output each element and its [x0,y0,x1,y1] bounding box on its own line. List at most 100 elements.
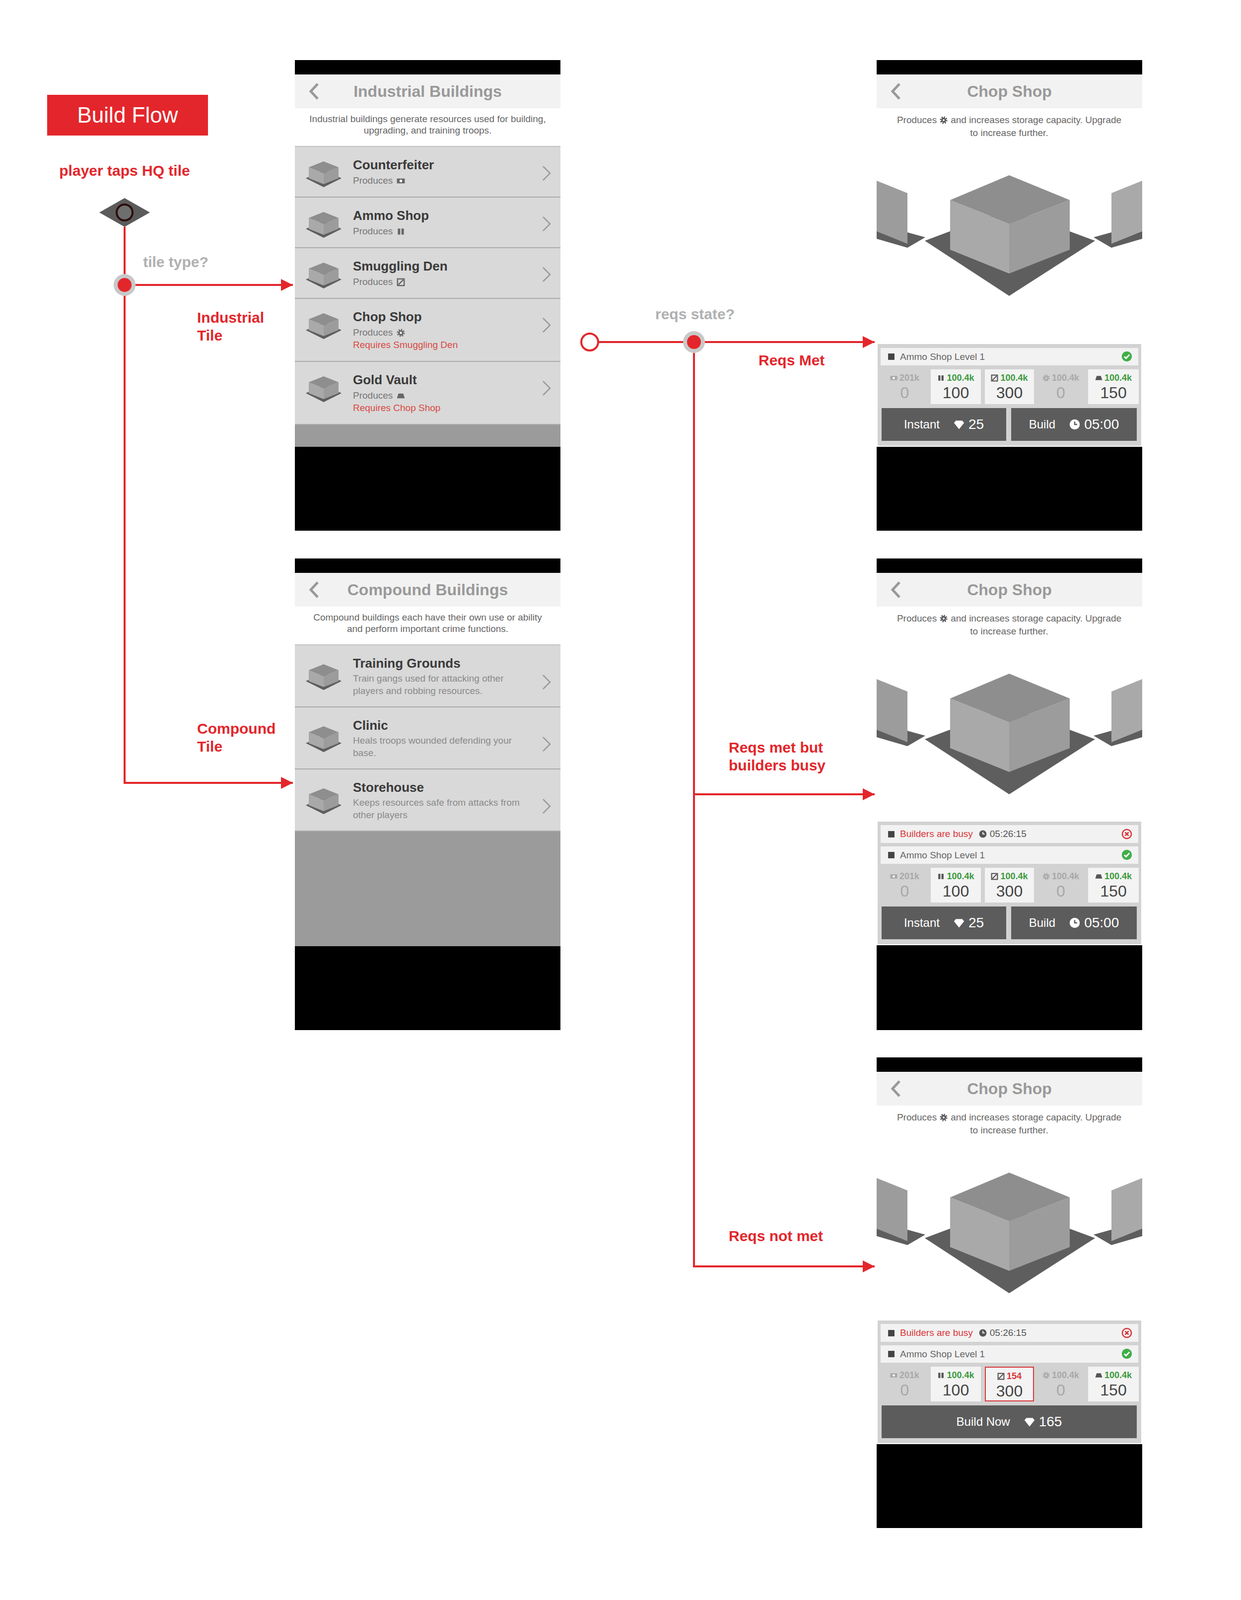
list-item: Chop ShopProducesRequires Smuggling Den [294,298,561,362]
item-text: StorehouseKeeps resources safe from atta… [352,779,532,822]
circle-part [1043,873,1049,879]
requirement-text: Requires Chop Shop [352,401,537,415]
circle-part [1121,849,1132,860]
flow-connector [135,283,293,286]
smuggle-icon [990,374,999,382]
edge-label: Reqs Met [758,351,863,370]
timer-text: 05:26:15 [989,1327,1027,1339]
building-icon [305,661,342,690]
screen-description: Producesand increases storage capacity. … [892,1110,1126,1137]
check-icon [1121,1348,1133,1360]
resource-cell: 201k0 [882,867,927,903]
circle-part [940,1114,947,1121]
cell-top: 100.4k [984,372,1035,384]
circle-part [113,274,136,296]
cell-top: 100.4k [930,870,981,882]
edge-label: Industrial Tile [197,308,282,345]
gold-icon [1095,374,1103,382]
building-icon [305,259,342,289]
polygon-part [954,420,965,429]
cell-top: 201k [882,1369,927,1381]
item-text: ClinicHeals troops wounded defending you… [352,717,532,759]
resource-cell: 100.4k150 [1088,867,1139,903]
resource-have: 100.4k [1104,1370,1132,1381]
polygon-part [876,1177,908,1241]
chevron-icon [541,266,552,283]
path-part [1124,853,1130,857]
rect-part [888,353,895,360]
resource-have: 100.4k [946,1370,974,1381]
flow-connector [704,341,875,344]
polygon-part [308,313,339,326]
resource-cell: 100.4k100 [930,867,981,903]
cell-top: 100.4k [1088,1369,1139,1381]
polygon-part [308,726,339,739]
item-name: Counterfeiter [352,156,537,173]
button-label: Build Now [956,1414,1011,1429]
list-item: Gold VaultProducesRequires Chop Shop [294,361,561,425]
circle-part [1043,1372,1049,1378]
button-value: 05:00 [1084,914,1119,931]
polygon-part [950,175,1070,224]
polygon-part [950,673,1070,722]
polyline-part [892,1081,900,1097]
polyline-part [543,318,551,333]
rect-part [877,344,1142,446]
cell-top: 100.4k [984,870,1035,882]
resource-have: 100.4k [1051,871,1080,882]
description-text: Produces [896,613,937,624]
requirement-row: Ammo Shop Level 1 [880,1345,1139,1363]
resource-have: 100.4k [1104,871,1132,882]
circle-part [1043,1372,1049,1378]
polyline-part [892,83,900,99]
edge-label: Compound Tile [197,719,282,756]
screen-title: Compound Buildings [324,572,531,607]
circle-part [941,1114,947,1120]
title-box: Build Flow [47,94,208,136]
requirement-row: Ammo Shop Level 1 [880,846,1139,864]
description-text: and increases storage capacity. Upgrade … [950,1111,1122,1136]
rect-part [294,644,561,947]
building-icon [305,723,342,753]
rect-part [876,1444,1143,1528]
gear-icon [1042,374,1050,382]
circle-part [1045,875,1048,878]
clock-icon [978,1328,987,1337]
money-icon [890,872,898,881]
polygon-part [99,198,150,227]
resource-cost: 100 [930,1380,981,1399]
circle-part [892,376,896,380]
check-icon [1121,350,1133,362]
rect-part [294,446,561,531]
ammo-icon [937,1371,945,1379]
rect-part [294,74,561,109]
rect-part [888,1350,895,1358]
resource-cost: 0 [882,383,927,402]
screen-title: Chop Shop [906,74,1113,109]
money-icon [396,176,406,186]
resource-cost: 0 [882,882,927,900]
item-description: Keeps resources safe from attacks from o… [352,796,532,822]
circle-part [687,335,701,349]
requirement-text: Ammo Shop Level 1 [899,849,985,861]
rect-part [876,572,1143,607]
list-item: CounterfeiterProduces [294,146,561,198]
node-heading: player taps HQ tile [59,162,190,180]
cell-top: 201k [882,870,927,882]
circle-part [1121,1348,1132,1359]
circle-part [1043,873,1049,879]
circle-part [1121,351,1132,362]
polyline-part [310,582,318,598]
busy-text: Builders are busy [899,1327,973,1339]
rect-part [294,558,561,573]
resource-have: 201k [899,1370,920,1381]
xmark-icon [1121,828,1133,840]
decision-label: reqs state? [655,305,735,323]
circle-part [400,331,403,334]
screen-description: Producesand increases storage capacity. … [892,113,1126,140]
circle-part [397,329,405,337]
building-icon [305,208,342,238]
path-part [1074,919,1078,923]
cell-top: 100.4k [1088,870,1139,882]
clock-icon [1069,418,1081,430]
